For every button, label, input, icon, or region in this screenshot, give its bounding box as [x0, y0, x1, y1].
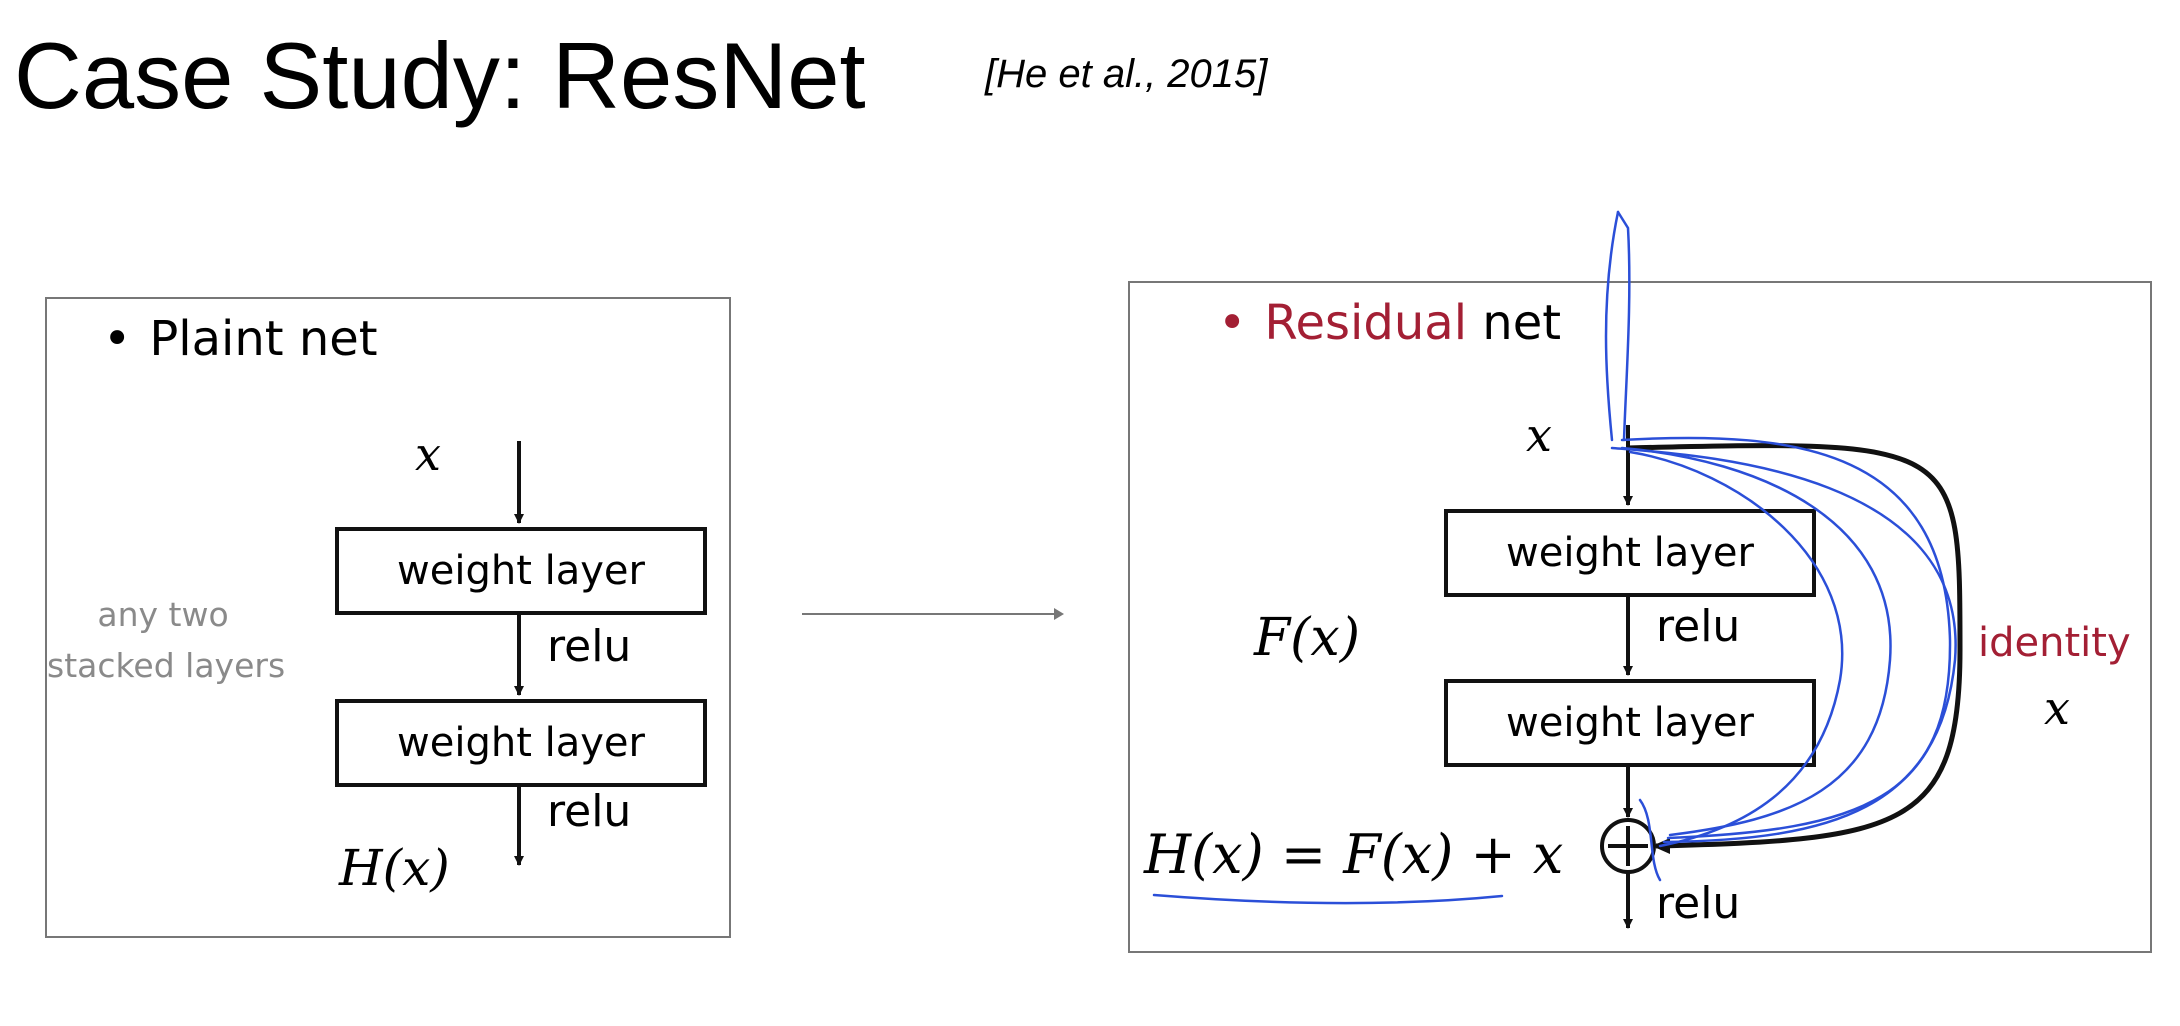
identity-x-label: x	[2044, 681, 2070, 735]
handwritten-underline	[1152, 893, 1504, 905]
plain-net-panel: •Plaint net x weight layer weight layer …	[45, 297, 731, 938]
residual-input-label: x	[1526, 408, 1552, 462]
handwritten-annotations	[1152, 210, 1957, 905]
plain-net-heading: • Plaint net	[103, 311, 378, 367]
residual-weight-layer-2: weight layer	[1444, 679, 1816, 767]
panel-connector-arrowhead	[1054, 608, 1064, 620]
identity-label: identity	[1978, 620, 2131, 666]
residual-heading-word: Residual	[1264, 295, 1468, 351]
stacked-layers-note-line2: stacked layers	[47, 646, 286, 686]
bullet-icon: •	[1218, 295, 1247, 351]
handwritten-stroke-1	[1604, 210, 1620, 442]
plain-relu-label-2: relu	[547, 786, 632, 837]
plain-output-label: H(x)	[339, 839, 450, 897]
residual-equation: H(x) = F(x) + x	[1144, 823, 1564, 886]
plain-input-label: x	[415, 427, 441, 481]
plain-net-heading-text: Plaint net	[149, 311, 378, 367]
residual-output-relu-label: relu	[1656, 878, 1741, 929]
slide-title: Case Study: ResNet	[14, 23, 866, 128]
handwritten-stroke-3	[1620, 436, 1952, 840]
citation: [He et al., 2015]	[985, 52, 1268, 96]
residual-weight-layer-1: weight layer	[1444, 509, 1816, 597]
stacked-layers-note: any two stacked layers	[47, 589, 286, 691]
stacked-layers-note-line1: any two	[97, 595, 229, 634]
bullet-icon: •	[103, 311, 132, 367]
identity-skip-connection	[1627, 443, 1963, 849]
handwritten-stroke-2	[1616, 210, 1631, 442]
handwritten-stroke-6	[1610, 446, 1957, 844]
residual-relu-label: relu	[1656, 601, 1741, 652]
fx-label: F(x)	[1254, 608, 1360, 668]
handwritten-stroke-4	[1620, 446, 1892, 837]
residual-heading-net: net	[1482, 295, 1562, 351]
plain-relu-label-1: relu	[547, 621, 632, 672]
residual-net-heading: • Residual net	[1218, 295, 1561, 351]
handwritten-stroke-5	[1628, 450, 1844, 848]
handwritten-stroke-7	[1638, 798, 1662, 882]
